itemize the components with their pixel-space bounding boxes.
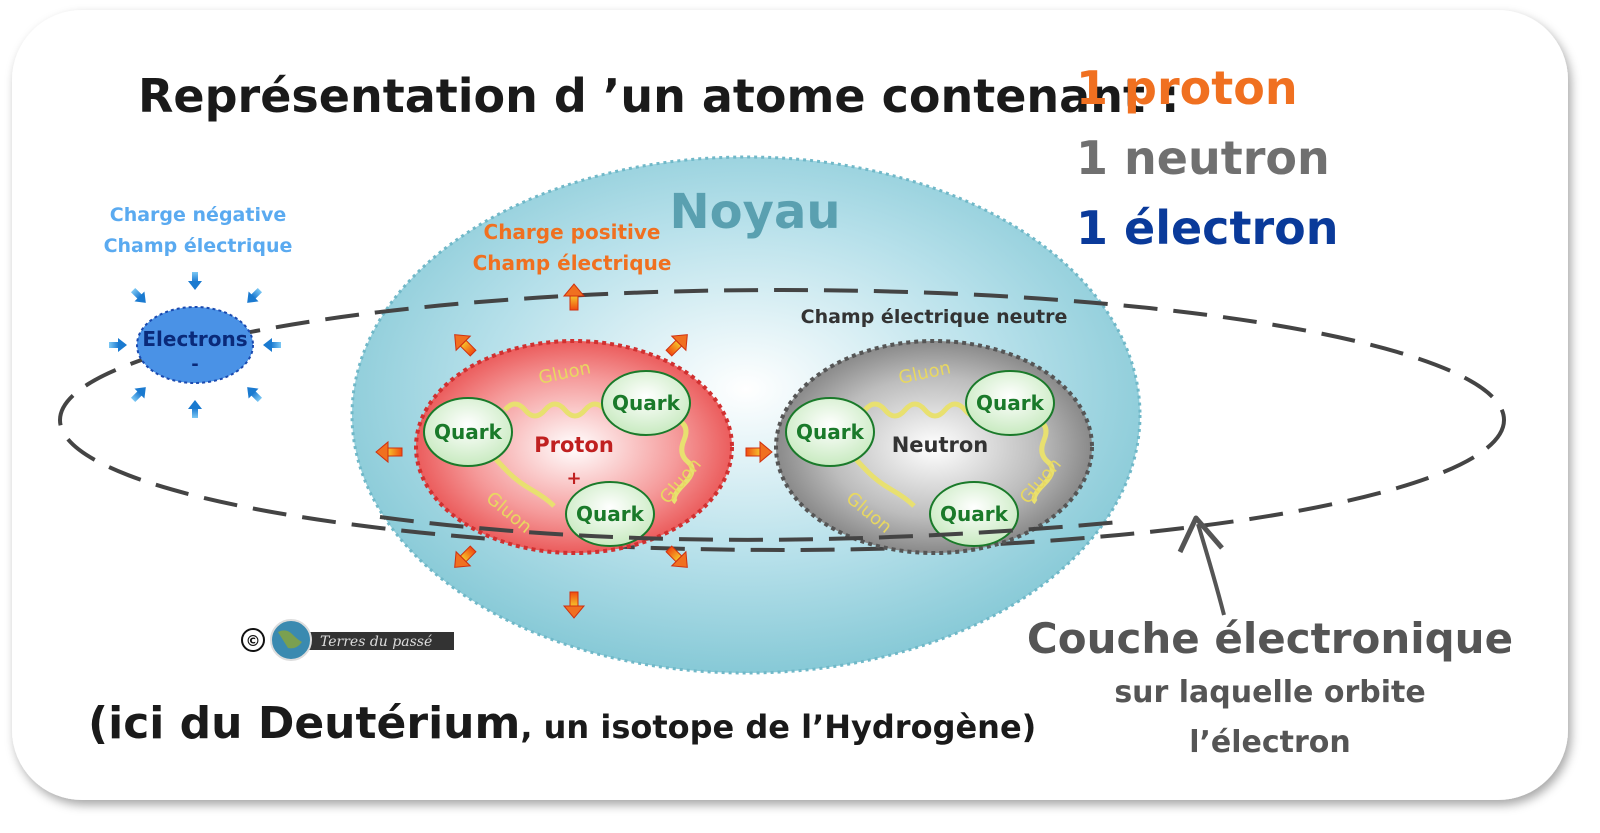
quark-label: Quark <box>976 391 1045 415</box>
quark <box>601 370 691 436</box>
electron-charge-label: Charge négative <box>110 204 286 226</box>
proton-field-label: Champ électrique <box>473 251 672 275</box>
quark <box>965 370 1055 436</box>
quark-label: Quark <box>576 502 645 526</box>
electron-shell-orbit-front <box>379 515 1121 542</box>
quark-label: Quark <box>796 420 865 444</box>
gluon-line <box>1031 417 1055 505</box>
quark-label: Quark <box>612 391 681 415</box>
caption-bold: Deutérium <box>258 698 521 749</box>
neutron-count: 1 neutron <box>1076 131 1330 185</box>
electron-field-label: Champ électrique <box>104 235 293 257</box>
proton-charge-label: Charge positive <box>484 220 661 244</box>
quark-label: Quark <box>434 420 503 444</box>
nucleus-label: Noyau <box>670 184 841 240</box>
quark <box>423 397 513 467</box>
shell-pointer-arrow <box>1196 523 1226 616</box>
electron-count: 1 électron <box>1076 201 1338 255</box>
electron-shell-orbit <box>58 288 1506 552</box>
neutron-label: Neutron <box>892 433 989 457</box>
credit-bar <box>294 632 454 650</box>
caption-rest: , un isotope de l’Hydrogène) <box>520 708 1036 746</box>
quark <box>785 397 875 467</box>
electron <box>136 306 254 384</box>
credit-name: Terres du passé <box>320 634 432 650</box>
quark-label: Quark <box>940 502 1009 526</box>
proton-label: Proton <box>534 433 614 457</box>
gluon-line <box>863 401 986 419</box>
copyright-icon <box>241 628 265 652</box>
quark <box>565 481 655 547</box>
page-title: Représentation d ’un atome contenant : <box>138 69 1179 123</box>
copyright-symbol: © <box>246 632 261 650</box>
proton-sign: + <box>566 468 581 489</box>
caption: (ici du Deutérium, un isotope de l’Hydro… <box>88 698 1036 749</box>
globe-land <box>278 630 302 649</box>
neutron-field-label: Champ électrique neutre <box>801 306 1068 328</box>
proton-count: 1 proton <box>1076 61 1298 115</box>
electron-label: Electrons <box>142 327 247 351</box>
electron-sign: - <box>191 354 198 375</box>
credit-badge: © Terres du passé <box>241 619 454 661</box>
gluon-line <box>846 448 916 508</box>
shell-line1: sur laquelle orbite <box>1114 675 1425 710</box>
shell-pointer-arrowhead <box>1177 515 1224 554</box>
gluon-line <box>671 417 695 505</box>
shell-line2: l’électron <box>1189 725 1351 760</box>
gluon-line <box>486 448 556 508</box>
caption-open: (ici du <box>88 698 258 749</box>
shell-title: Couche électronique <box>1027 614 1513 663</box>
